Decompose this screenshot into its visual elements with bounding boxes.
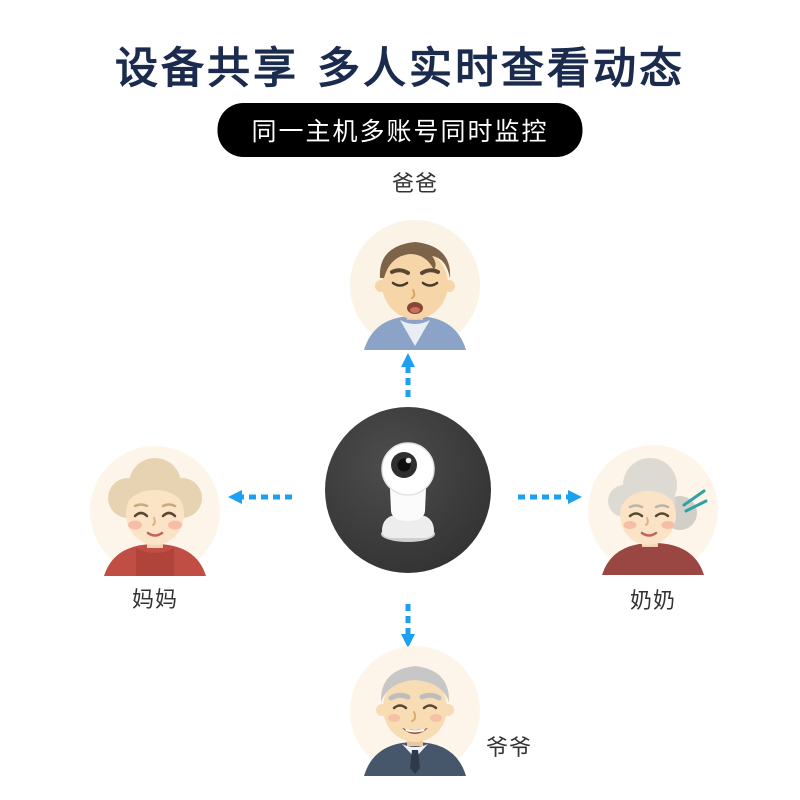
mom-label: 妈妈 — [131, 588, 178, 613]
dad-avatar — [350, 220, 480, 350]
dad-label: 爸爸 — [391, 172, 438, 197]
grandma-label: 奶奶 — [629, 589, 676, 614]
arrow-up-icon — [398, 351, 418, 397]
grandma-avatar — [588, 445, 718, 575]
grandma-avatar-icon — [588, 445, 718, 575]
grandpa-avatar — [350, 646, 480, 776]
security-camera-icon — [325, 407, 491, 573]
page-title: 设备共享 多人实时查看动态 — [115, 44, 685, 94]
dad-avatar-icon — [350, 220, 480, 350]
grandpa-avatar-icon — [350, 646, 480, 776]
arrow-left-icon — [226, 487, 292, 507]
arrow-down-icon — [398, 604, 418, 650]
camera-hub — [325, 407, 491, 573]
arrow-right-icon — [518, 487, 584, 507]
grandpa-label: 爷爷 — [486, 736, 533, 761]
mom-avatar — [90, 446, 220, 576]
mom-avatar-icon — [90, 446, 220, 576]
subtitle-pill: 同一主机多账号同时监控 — [217, 103, 583, 157]
